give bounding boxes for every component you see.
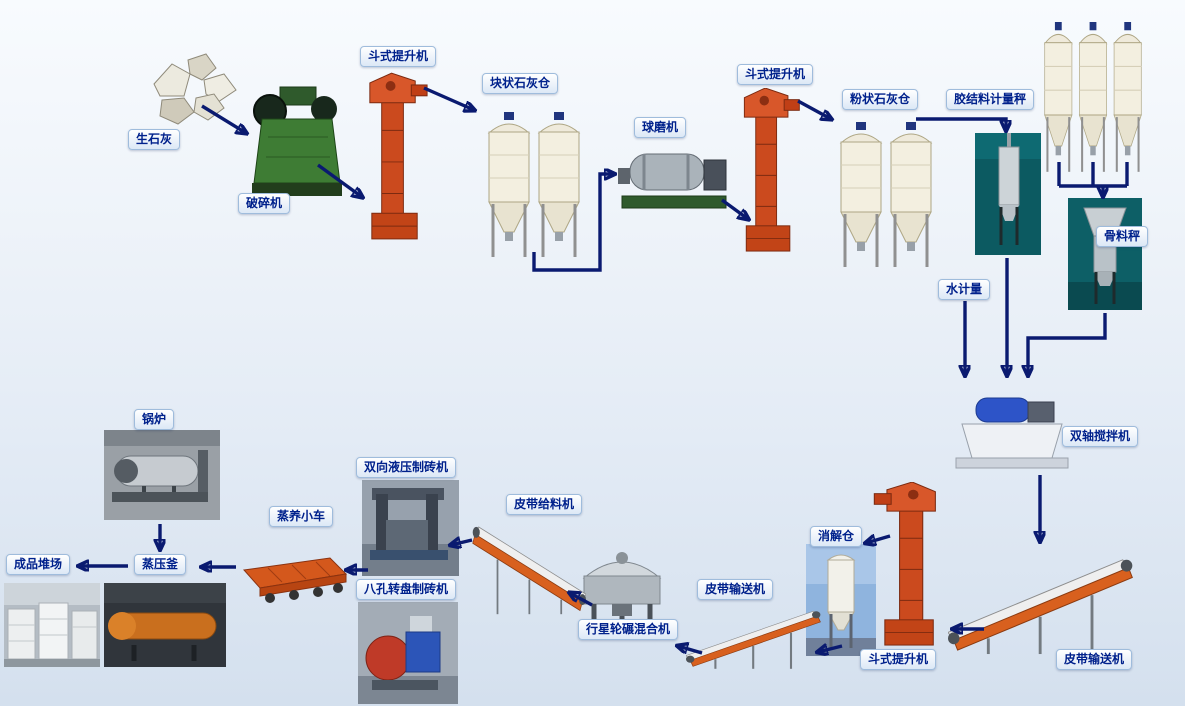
label-powder-lime-silo: 粉状石灰仓 [842,89,919,110]
label-twin-shaft-mixer: 双轴搅拌机 [1062,426,1139,447]
label-belt-conveyor-right: 皮带输送机 [1056,649,1133,670]
label-quicklime: 生石灰 [128,129,181,150]
label-water-meter: 水计量 [938,279,991,300]
label-boiler: 锅炉 [134,409,175,430]
hydraulic-brick-press-photo [362,480,459,580]
rotary-brick-press-photo [358,602,458,706]
digestion-silo-photo [806,544,876,660]
autoclave-photo [104,583,226,671]
label-aggregate-scale: 骨料秤 [1096,226,1149,247]
label-belt-conveyor-middle: 皮带输送机 [697,579,774,600]
label-binder-scale: 胶结料计量秤 [946,89,1035,110]
binder-scale-photo [975,133,1041,259]
ball-mill-image [618,138,733,217]
product-yard-photo [4,583,100,671]
label-hydraulic-brick-press: 双向液压制砖机 [356,457,457,478]
label-product-yard: 成品堆场 [6,554,71,575]
label-ball-mill: 球磨机 [634,117,687,138]
label-belt-feeder: 皮带给料机 [506,494,583,515]
label-bucket-elevator-3: 斗式提升机 [860,649,937,670]
twin-shaft-mixer-image [950,382,1075,476]
label-planetary-mixer: 行星轮碾混合机 [578,619,679,640]
planetary-mixer-image [572,542,672,634]
label-curing-trolley: 蒸养小车 [269,506,334,527]
label-digestion-silo: 消解仓 [810,526,863,547]
label-autoclave: 蒸压釜 [134,554,187,575]
label-rotary-brick-press: 八孔转盘制砖机 [356,579,457,600]
label-bucket-elevator-1: 斗式提升机 [360,46,437,67]
label-lump-lime-silo: 块状石灰仓 [482,73,559,94]
boiler-photo [104,430,220,524]
label-crusher: 破碎机 [238,193,291,214]
label-bucket-elevator-2: 斗式提升机 [737,64,814,85]
aggregate-scale-photo [1068,198,1142,314]
